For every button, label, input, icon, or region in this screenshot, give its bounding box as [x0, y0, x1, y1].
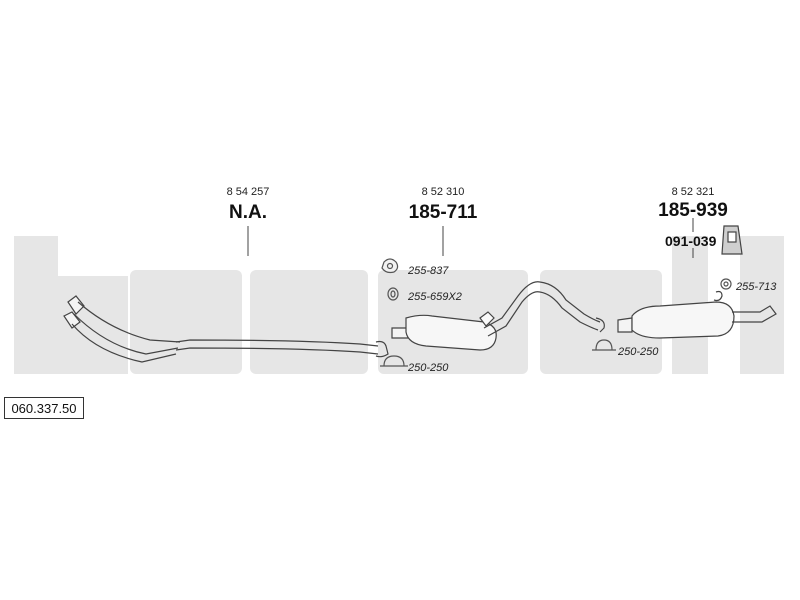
oem-number: 8 52 321 — [672, 186, 715, 198]
front-pipe-drawing — [63, 295, 389, 363]
ring-icon — [387, 287, 399, 301]
clamp-icon — [380, 355, 408, 367]
gasket-icon — [381, 258, 399, 274]
part-number: N.A. — [229, 202, 267, 223]
part-number: 185-939 — [658, 200, 728, 221]
centre-silencer-drawing — [391, 281, 605, 351]
rubber-ring-icon — [720, 278, 732, 290]
oem-number: 8 52 310 — [422, 186, 465, 198]
oem-number: 8 54 257 — [227, 186, 270, 198]
rubber-hanger-icon — [721, 225, 743, 255]
fitting-label: 255-713 — [735, 281, 777, 293]
part-number: 185-711 — [409, 202, 478, 223]
reference-number: 060.337.50 — [4, 397, 84, 419]
rear-silencer-drawing — [617, 290, 777, 339]
fitting-label: 250-250 — [617, 346, 659, 358]
leader-lines — [247, 218, 694, 258]
fitting-label: 255-837 — [407, 265, 449, 277]
fitting-label: 255-659X2 — [407, 291, 462, 303]
fitting-label: 250-250 — [407, 362, 449, 374]
clamp-icon — [592, 339, 616, 351]
extra-part-number: 091-039 — [665, 233, 717, 249]
brand-watermark — [14, 236, 784, 374]
